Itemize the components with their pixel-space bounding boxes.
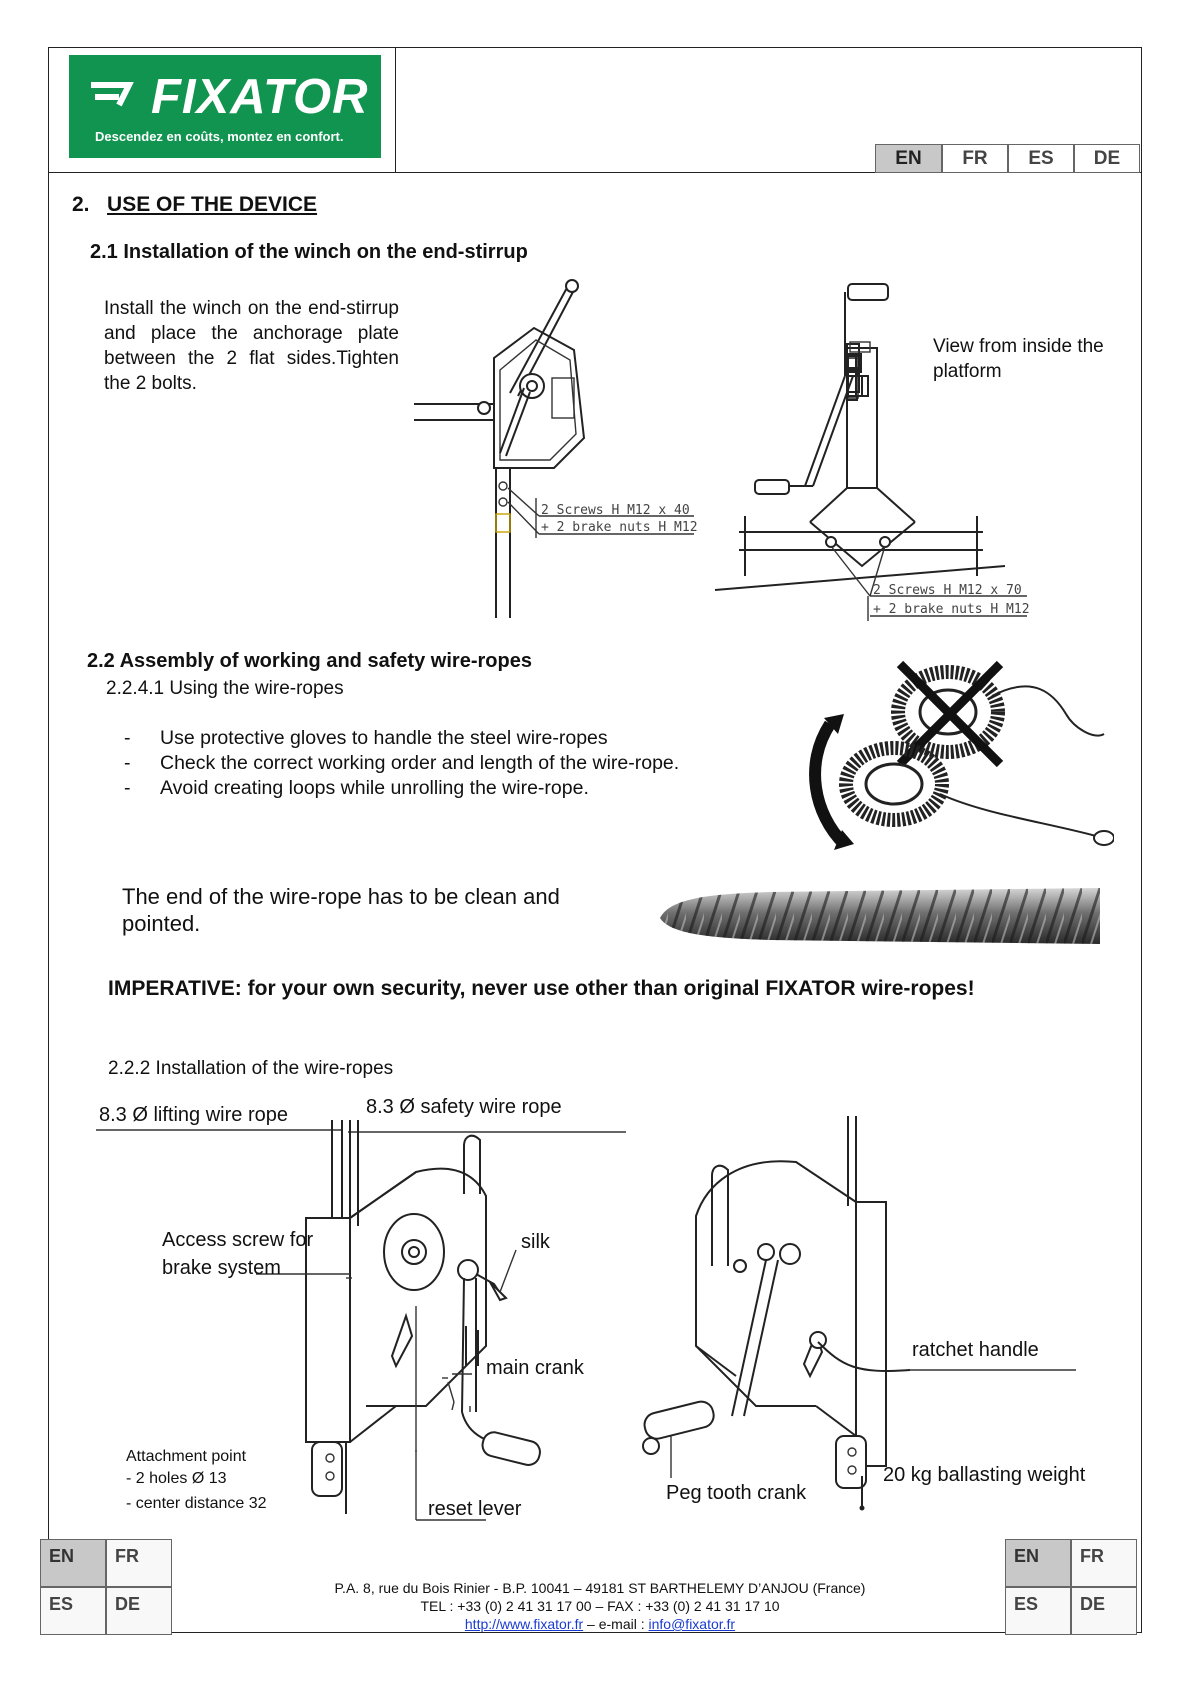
lang-es-button[interactable]: ES bbox=[40, 1587, 106, 1635]
page-frame bbox=[48, 47, 1142, 1633]
email-label: – e-mail : bbox=[583, 1616, 649, 1632]
lang-en-button[interactable]: EN bbox=[875, 144, 942, 173]
section-heading: 2. USE OF THE DEVICE bbox=[72, 193, 317, 217]
list-item: Avoid creating loops while unrolling the… bbox=[106, 776, 716, 801]
silk-label: silk bbox=[521, 1231, 550, 1253]
winch-side-view-drawing: 2 Screws H M12 x 40 + 2 brake nuts H M12 bbox=[414, 279, 698, 618]
language-bar-top: EN FR ES DE bbox=[875, 144, 1140, 173]
fixator-logo: FIXATOR Descendez en coûts, montez en co… bbox=[69, 55, 381, 158]
attachment-label-line1: Attachment point bbox=[126, 1448, 247, 1465]
logo-tagline: Descendez en coûts, montez en confort. bbox=[95, 129, 344, 144]
lang-fr-button[interactable]: FR bbox=[1071, 1539, 1137, 1587]
lang-es-button[interactable]: ES bbox=[1008, 144, 1074, 173]
lang-de-button[interactable]: DE bbox=[1074, 144, 1140, 173]
lang-en-button[interactable]: EN bbox=[40, 1539, 106, 1587]
winch-inside-view-drawing: 2 Screws H M12 x 70 + 2 brake nuts H M12 bbox=[714, 283, 1030, 621]
footer-phone: TEL : +33 (0) 2 41 31 17 00 – FAX : +33 … bbox=[420, 1598, 780, 1614]
imperative-warning: IMPERATIVE: for your own security, never… bbox=[108, 977, 975, 1000]
lang-fr-button[interactable]: FR bbox=[106, 1539, 172, 1587]
subsection-2-2-2-title: 2.2.2 Installation of the wire-ropes bbox=[108, 1058, 394, 1079]
email-link[interactable]: info@fixator.fr bbox=[648, 1616, 736, 1632]
subsection-2-1-title: 2.1 Installation of the winch on the end… bbox=[90, 241, 528, 263]
ballast-weight-label: 20 kg ballasting weight bbox=[883, 1464, 1086, 1486]
wire-rope-usage-list: Use protective gloves to handle the stee… bbox=[106, 726, 716, 801]
language-grid-bottom-left: EN FR ES DE bbox=[40, 1539, 172, 1635]
lang-en-button[interactable]: EN bbox=[1005, 1539, 1071, 1587]
main-crank-label: main crank bbox=[486, 1357, 584, 1379]
header-divider bbox=[396, 172, 1142, 173]
header-divider-left bbox=[48, 172, 396, 173]
view-note: View from inside the platform bbox=[933, 336, 1104, 382]
footer-contact: http://www.fixator.fr – e-mail : info@fi… bbox=[220, 1615, 980, 1633]
section-number: 2. bbox=[72, 193, 90, 216]
logo-wordmark: FIXATOR bbox=[151, 70, 369, 124]
steel-rope-photo bbox=[660, 888, 1100, 944]
language-grid-bottom-right: EN FR ES DE bbox=[1005, 1539, 1137, 1635]
list-item: Check the correct working order and leng… bbox=[106, 751, 716, 776]
screws-1-line1: 2 Screws H M12 x 40 bbox=[541, 503, 690, 518]
footer-address: P.A. 8, rue du Bois Rinier - B.P. 10041 … bbox=[334, 1580, 866, 1596]
reset-lever-label: reset lever bbox=[428, 1498, 522, 1520]
header-logo-cell bbox=[48, 47, 396, 173]
screws-2-line1: 2 Screws H M12 x 70 bbox=[873, 583, 1022, 598]
subsection-2-2-4-1-title: 2.2.4.1 Using the wire-ropes bbox=[106, 678, 344, 699]
wire-rope-coil-illustration bbox=[809, 660, 1114, 850]
footer: P.A. 8, rue du Bois Rinier - B.P. 10041 … bbox=[220, 1579, 980, 1633]
screws-2-line2: + 2 brake nuts H M12 bbox=[873, 602, 1030, 617]
wire-rope-installation-diagram bbox=[96, 1116, 1076, 1521]
lifting-rope-label: 8.3 Ø lifting wire rope bbox=[99, 1104, 288, 1126]
lang-fr-button[interactable]: FR bbox=[942, 144, 1008, 173]
logo-mark-icon bbox=[91, 82, 134, 107]
access-screw-label-line2: brake system bbox=[162, 1257, 281, 1279]
lang-es-button[interactable]: ES bbox=[1005, 1587, 1071, 1635]
section-title: USE OF THE DEVICE bbox=[107, 193, 318, 216]
access-screw-label-line1: Access screw for bbox=[162, 1229, 314, 1251]
attachment-label-line2: - 2 holes Ø 13 bbox=[126, 1470, 227, 1487]
list-item: Use protective gloves to handle the stee… bbox=[106, 726, 716, 751]
website-link[interactable]: http://www.fixator.fr bbox=[464, 1616, 584, 1632]
subsection-2-2-title: 2.2 Assembly of working and safety wire-… bbox=[87, 650, 532, 672]
lang-de-button[interactable]: DE bbox=[1071, 1587, 1137, 1635]
screws-1-line2: + 2 brake nuts H M12 bbox=[541, 520, 698, 535]
attachment-label-line3: - center distance 32 bbox=[126, 1495, 267, 1512]
install-instructions: Install the winch on the end-stirrup and… bbox=[104, 298, 399, 394]
safety-rope-label: 8.3 Ø safety wire rope bbox=[366, 1096, 562, 1118]
peg-tooth-crank-label: Peg tooth crank bbox=[666, 1482, 807, 1504]
ratchet-handle-label: ratchet handle bbox=[912, 1339, 1039, 1361]
rope-end-note: The end of the wire-rope has to be clean… bbox=[122, 884, 560, 936]
lang-de-button[interactable]: DE bbox=[106, 1587, 172, 1635]
